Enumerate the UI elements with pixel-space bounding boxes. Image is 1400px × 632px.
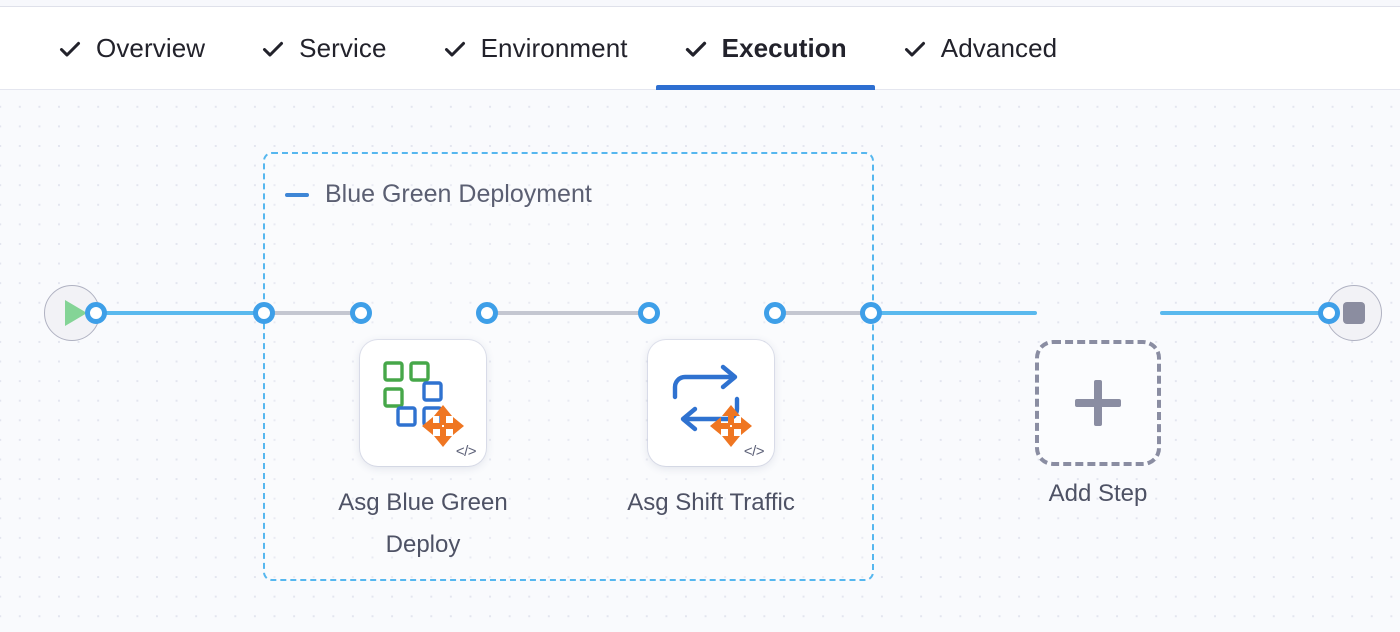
step-node-asg-blue-green-deploy[interactable]: </> Asg Blue Green Deploy	[338, 340, 508, 558]
port-group-in[interactable]	[253, 302, 275, 324]
plus-icon	[1075, 380, 1121, 426]
tab-overview-label: Overview	[96, 33, 206, 63]
tab-overview[interactable]: Overview	[30, 8, 233, 90]
add-step-button[interactable]	[1035, 340, 1161, 466]
tab-advanced[interactable]: Advanced	[875, 8, 1085, 90]
check-icon	[443, 37, 467, 61]
add-step-label: Add Step	[1048, 480, 1148, 507]
port-group-out[interactable]	[860, 302, 882, 324]
stage-header: Blue Green Deployment	[285, 180, 592, 209]
port-step2-in[interactable]	[638, 302, 660, 324]
port-step1-in[interactable]	[350, 302, 372, 324]
port-step2-out[interactable]	[764, 302, 786, 324]
tab-environment-label: Environment	[480, 33, 628, 63]
port-end-in[interactable]	[1318, 302, 1340, 324]
step-label-asg-shift-traffic: Asg Shift Traffic	[627, 489, 795, 516]
stop-icon	[1343, 302, 1365, 324]
step-tile[interactable]: </>	[360, 340, 486, 466]
move-arrows-glyph	[422, 405, 464, 447]
pipeline-canvas[interactable]: Blue Green Deployment	[0, 90, 1400, 632]
move-arrows-glyph	[710, 405, 752, 447]
connector-group-entry-to-step1	[268, 311, 368, 315]
tab-execution-label: Execution	[721, 33, 847, 63]
stage-group-title: Blue Green Deployment	[325, 180, 592, 208]
port-start-out[interactable]	[85, 302, 107, 324]
check-icon	[261, 37, 285, 61]
connector-step1-to-step2	[485, 311, 653, 315]
tab-advanced-label: Advanced	[940, 33, 1058, 63]
add-step-node[interactable]: Add Step	[1035, 340, 1161, 507]
connector-group-to-add-step	[872, 311, 1037, 315]
collapse-dash-icon[interactable]	[285, 192, 309, 197]
asg-shift-traffic-icon	[672, 364, 752, 447]
tab-execution[interactable]: Execution	[655, 8, 875, 90]
check-icon	[903, 37, 927, 61]
pipeline-tab-bar: Overview Service Environment Execution A	[0, 8, 1400, 90]
connector-start-to-group	[96, 311, 268, 315]
top-strip	[0, 0, 1400, 7]
check-icon	[684, 37, 708, 61]
code-badge-icon: </>	[743, 443, 765, 460]
tab-service-label: Service	[299, 33, 387, 63]
connector-step2-to-group-exit	[772, 311, 876, 315]
port-step1-out[interactable]	[476, 302, 498, 324]
connector-add-step-to-end	[1160, 311, 1327, 315]
tab-service[interactable]: Service	[233, 8, 414, 90]
step-label-asg-blue-green-deploy: Asg Blue Green Deploy	[338, 489, 508, 558]
code-badge-icon: </>	[455, 443, 477, 460]
step-node-asg-shift-traffic[interactable]: </> Asg Shift Traffic	[627, 340, 795, 516]
asg-blue-green-deploy-icon	[383, 361, 464, 447]
step-tile[interactable]: </>	[648, 340, 774, 466]
check-icon	[58, 37, 82, 61]
play-icon	[64, 300, 87, 326]
tab-environment[interactable]: Environment	[415, 8, 656, 90]
